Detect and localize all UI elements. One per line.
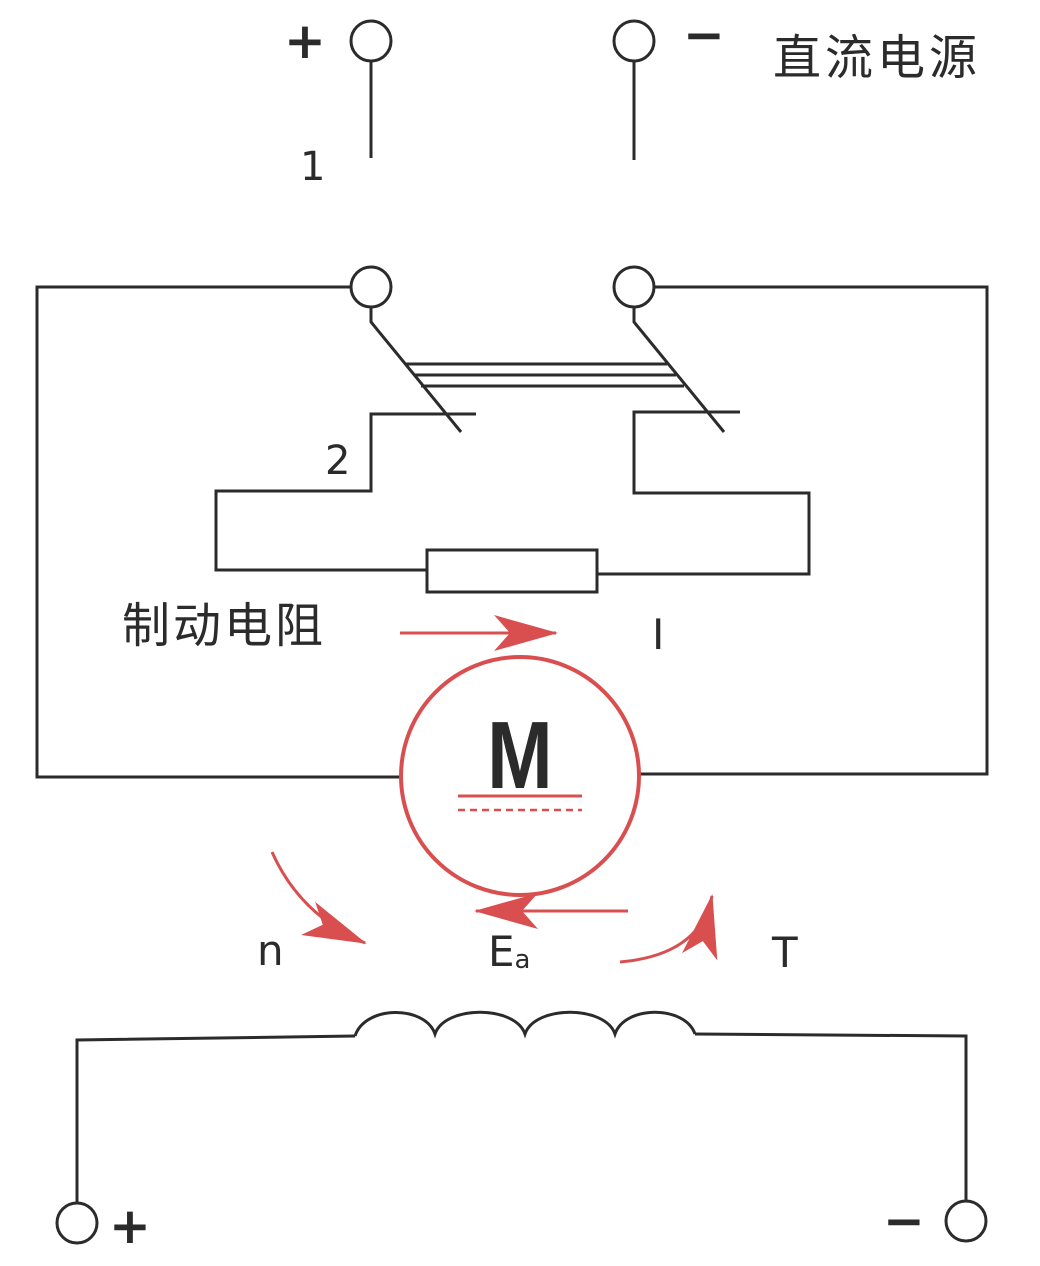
switch-blade-right bbox=[632, 307, 726, 433]
field-wire-right bbox=[694, 1032, 968, 1200]
dc-motor: M bbox=[399, 655, 641, 897]
speed-label: n bbox=[257, 926, 284, 975]
torque-label: T bbox=[771, 928, 798, 977]
dc-minus-sign: − bbox=[683, 6, 725, 64]
emf-label-main: E bbox=[488, 927, 515, 976]
current-label: I bbox=[652, 610, 664, 659]
switch-position-2-label: 2 bbox=[325, 438, 350, 484]
motor-label: M bbox=[487, 702, 553, 809]
armature-wire-right bbox=[640, 285, 989, 776]
switch-contact-right bbox=[597, 410, 811, 576]
dc-plus-sign: + bbox=[284, 12, 326, 70]
speed-arrow bbox=[270, 851, 367, 945]
braking-resistor-label: 制动电阻 bbox=[122, 598, 326, 654]
double-pole-switch bbox=[214, 265, 811, 576]
emf-label-subscript: a bbox=[515, 945, 531, 975]
dc-source: + − 直流电源 bbox=[284, 6, 981, 160]
field-plus-terminal bbox=[55, 1201, 99, 1245]
braking-resistor bbox=[425, 548, 599, 594]
switch-terminal-left bbox=[349, 265, 393, 309]
torque-arrow bbox=[619, 894, 718, 964]
armature-wire-left bbox=[35, 285, 400, 779]
field-wire-left bbox=[75, 1034, 356, 1202]
dc-minus-terminal bbox=[612, 19, 656, 63]
switch-contact-left bbox=[214, 412, 476, 572]
switch-blade-left bbox=[369, 307, 463, 433]
switch-position-1-label: 1 bbox=[300, 144, 325, 190]
field-coil bbox=[353, 1010, 697, 1039]
field-minus-sign: − bbox=[883, 1192, 925, 1250]
field-plus-sign: + bbox=[109, 1197, 151, 1255]
field-minus-terminal bbox=[944, 1199, 988, 1243]
emf-label: Ea bbox=[488, 927, 530, 976]
dc-plus-terminal bbox=[349, 19, 393, 63]
dc-source-label: 直流电源 bbox=[773, 30, 981, 86]
switch-terminal-right bbox=[612, 265, 656, 309]
field-winding: + − bbox=[55, 1010, 988, 1255]
